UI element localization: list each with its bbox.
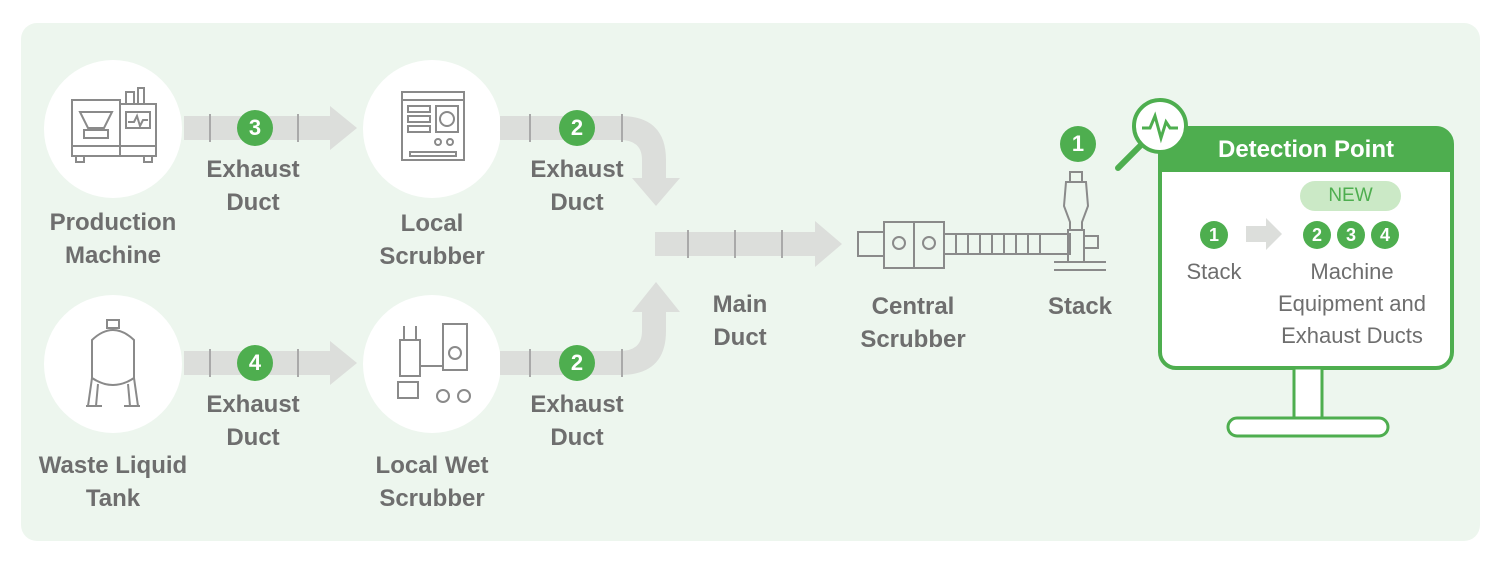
stack-label: Stack (1047, 293, 1113, 320)
new-point-badge: 3 (1337, 221, 1365, 249)
waste-tank-icon (86, 319, 140, 407)
duct-number-badge: 3 (237, 110, 273, 146)
new-point-badge: 2 (1303, 221, 1331, 249)
production-machine-node (44, 60, 182, 198)
local-wet-scrubber-node (363, 295, 501, 433)
new-badge: NEW (1300, 181, 1401, 211)
central-scrubber-icon (857, 221, 1071, 269)
old-point-badge: 1 (1200, 221, 1228, 249)
local-wet-scrubber-icon (397, 323, 471, 403)
local-scrubber-icon (401, 91, 465, 161)
arrow-bottom-curve-duct (500, 282, 680, 375)
production-machine-icon (71, 87, 157, 163)
monitor-arrow (1246, 218, 1282, 250)
detection-point-title: Detection Point (1217, 136, 1394, 163)
waste-tank-node (44, 295, 182, 433)
duct-number-badge: 2 (559, 110, 595, 146)
local-scrubber-node (363, 60, 501, 198)
duct-number-badge: 4 (237, 345, 273, 381)
arrow-top-curve-duct (500, 116, 680, 206)
duct-number-badge: 2 (559, 345, 595, 381)
old-point-label: Stack (1186, 259, 1242, 284)
stack-icon (1054, 171, 1106, 271)
new-point-badge: 4 (1371, 221, 1399, 249)
magnifier-icon (1115, 98, 1188, 171)
stack-number-badge: 1 (1060, 126, 1096, 162)
arrow-main-duct (655, 221, 842, 267)
